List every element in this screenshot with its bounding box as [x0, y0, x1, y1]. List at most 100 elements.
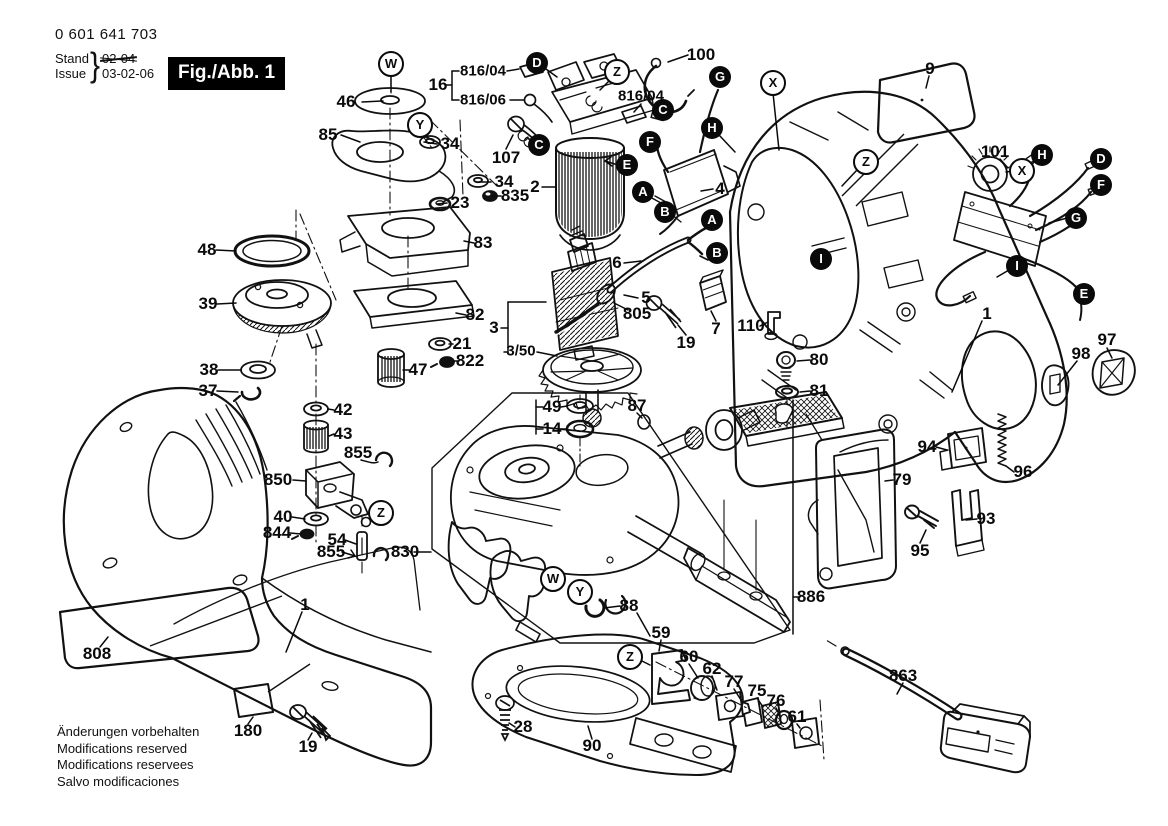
issue-brace: }: [89, 46, 101, 85]
pin-110: [764, 311, 781, 341]
wire-ref-I-97: I: [1006, 255, 1028, 277]
part-label-97-62: 97: [1097, 330, 1117, 349]
part-label-844-36: 844: [262, 523, 292, 542]
part-label-19-20: 19: [676, 333, 696, 352]
wire-ref-X-76: X: [1009, 158, 1035, 184]
part-label-1-63: 1: [982, 304, 992, 323]
part-label-49-40: 49: [542, 397, 562, 416]
stand-label: Stand: [55, 51, 89, 66]
part-label-850-34: 850: [263, 470, 293, 489]
part-label-19-70: 19: [298, 737, 318, 756]
part-label-77-47: 77: [724, 672, 744, 691]
issue-date: 03-02-06: [102, 66, 155, 81]
wire-ref-C-85: C: [528, 134, 550, 156]
wire-ref-E-87: E: [616, 154, 638, 176]
notice-line-de: Änderungen vorbehalten: [57, 724, 200, 739]
part-label-816-04-7: 816/04: [460, 62, 506, 80]
power-cord-863: [825, 639, 1031, 774]
part-label-98-61: 98: [1071, 344, 1091, 363]
top-parts-stack: [232, 75, 498, 577]
part-label-54-37: 54: [327, 530, 347, 549]
base-plate-90: [471, 633, 744, 776]
part-label-6-14: 6: [612, 253, 622, 272]
part-label-75-48: 75: [747, 681, 767, 700]
part-label-34-2: 34: [440, 134, 460, 153]
part-label-94-57: 94: [917, 437, 937, 456]
part-label-23-5: 23: [450, 193, 470, 212]
part-label-886-53: 886: [796, 587, 826, 606]
screw-28: [495, 695, 515, 742]
part-label-76-49: 76: [766, 691, 786, 710]
superseded-date: 02-04: [102, 51, 136, 66]
part-label-93-59: 93: [976, 509, 996, 528]
cable-6: [554, 217, 713, 335]
part-label-822-29: 822: [455, 351, 485, 370]
part-label-100-12: 100: [686, 45, 716, 64]
part-label-816-04-11: 816/04: [618, 87, 664, 105]
part-label-14-41: 14: [542, 419, 562, 438]
terminal-block-7: [699, 269, 727, 311]
part-label-46-0: 46: [336, 92, 356, 111]
part-label-87-42: 87: [627, 396, 647, 415]
part-label-83-26: 83: [473, 233, 493, 252]
part-label-47-30: 47: [408, 360, 428, 379]
part-label-42-31: 42: [333, 400, 353, 419]
wire-ref-H-93: H: [1031, 144, 1053, 166]
part-label-61-50: 61: [787, 707, 807, 726]
part-label-110-21: 110: [737, 316, 765, 335]
wire-ref-B-91: B: [706, 242, 728, 264]
part-label-855-38: 855: [316, 542, 346, 561]
bracket-79-group: [729, 351, 897, 590]
figure-label: Fig./Abb. 1: [168, 57, 286, 90]
part-label-60-45: 60: [679, 647, 699, 666]
part-label-3-50-18: 3/50: [506, 342, 536, 360]
wire-ref-W-78: W: [540, 566, 566, 592]
notice-line-es: Salvo modificaciones: [57, 773, 180, 789]
part-label-3-17: 3: [489, 318, 499, 337]
part-label-95-58: 95: [910, 541, 930, 560]
part-label-28-51: 28: [513, 717, 533, 736]
wire-ref-G-96: G: [1065, 207, 1087, 229]
wire-ref-Y-72: Y: [407, 112, 433, 138]
wire-ref-A-88: A: [632, 181, 654, 203]
part-label-48-22: 48: [197, 240, 217, 259]
part-label-830-39: 830: [390, 542, 420, 561]
housing-small-parts: [904, 349, 1136, 557]
part-label-805-16: 805: [622, 304, 652, 323]
part-label-5-15: 5: [641, 288, 651, 307]
part-label-2-10: 2: [530, 177, 540, 196]
wire-ref-B-89: B: [654, 201, 676, 223]
part-label-34-3: 34: [494, 172, 514, 191]
part-label-7-19: 7: [711, 319, 721, 338]
part-label-82-27: 82: [465, 305, 485, 324]
part-label-863-66: 863: [888, 666, 918, 685]
issue-label: Issue: [55, 66, 87, 81]
wire-ref-D-94: D: [1090, 148, 1112, 170]
part-label-88-43: 88: [619, 596, 639, 615]
wire-ref-C-82: C: [652, 99, 674, 121]
wire-ref-G-83: G: [709, 66, 731, 88]
document-number: 0 601 641 703: [55, 26, 158, 43]
field-coil-2: [555, 137, 625, 251]
part-label-59-44: 59: [651, 623, 671, 642]
wire-ref-E-98: E: [1073, 283, 1095, 305]
wire-ref-X-74: X: [760, 70, 786, 96]
nameplate-180: [233, 663, 311, 718]
part-label-21-28: 21: [452, 334, 472, 353]
notice-line-fr: Modifications reservees: [57, 757, 194, 772]
doc-header: 0 601 641 703 Stand Issue } 02-04 03-02-…: [55, 26, 158, 85]
armature-3: [538, 225, 642, 428]
part-label-808-68: 808: [82, 644, 112, 663]
modifications-notice: Änderungen vorbehalten Modifications res…: [57, 724, 199, 790]
nameplate-808: [58, 586, 283, 670]
wire-ref-Y-79: Y: [567, 579, 593, 605]
part-label-16-6: 16: [428, 75, 448, 94]
wire-ref-Z-77: Z: [368, 500, 394, 526]
part-label-96-60: 96: [1013, 462, 1033, 481]
part-label-855-33: 855: [343, 443, 373, 462]
wire-ref-F-86: F: [639, 131, 661, 153]
notice-line-en: Modifications reserved: [57, 740, 188, 756]
part-label-4-13: 4: [715, 179, 725, 198]
